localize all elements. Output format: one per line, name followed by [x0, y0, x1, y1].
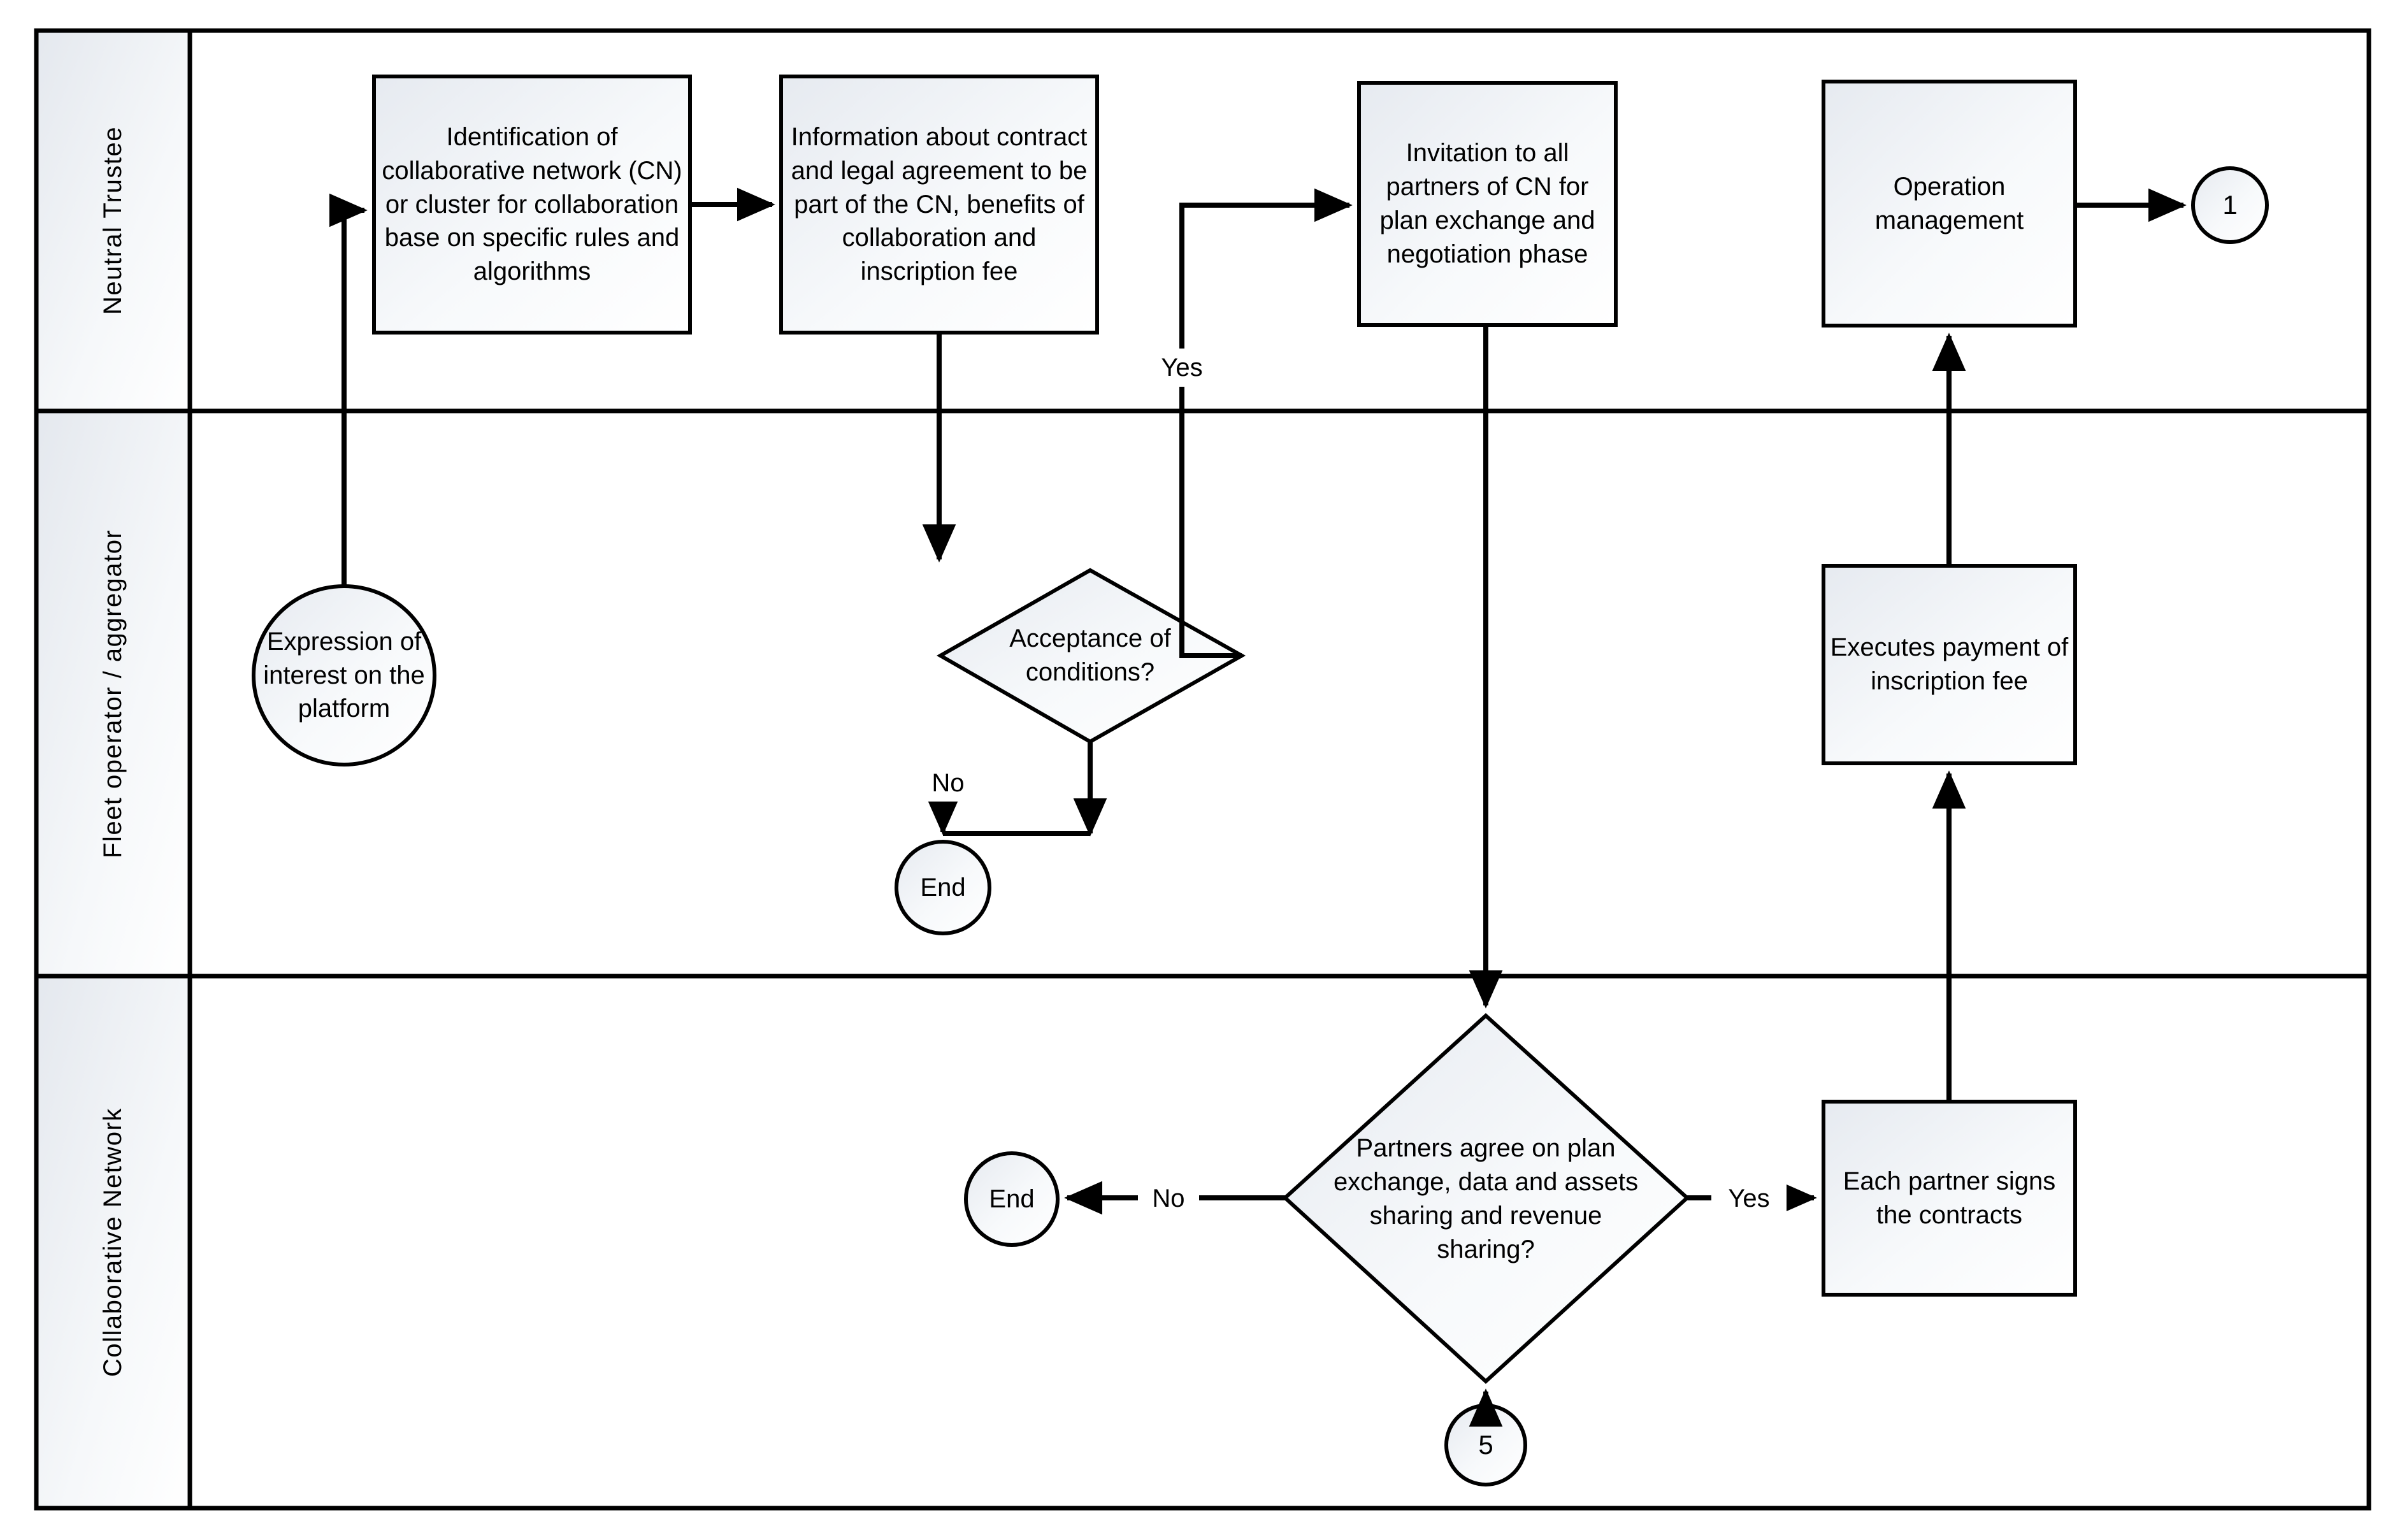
node-connector-5-shape	[1444, 1404, 1527, 1486]
edge-label-partners-no: No	[1138, 1180, 1199, 1217]
node-shapes	[252, 75, 2269, 1486]
edge-expression-to-identification	[329, 193, 368, 586]
node-invitation-shape	[1357, 81, 1618, 327]
swimlane-frame	[34, 28, 2371, 1511]
edge-label-partners-yes: Yes	[1711, 1180, 1787, 1217]
node-operation-management-shape	[1822, 80, 2077, 327]
node-executes-payment-shape	[1822, 564, 2077, 765]
node-end-partners-shape	[964, 1151, 1060, 1247]
edge-acceptance-yes-to-invitation	[1179, 188, 1353, 658]
edges	[329, 187, 2187, 1427]
node-expression-of-interest-shape	[252, 584, 436, 766]
node-connector-1-shape	[2191, 166, 2269, 244]
node-information-shape	[779, 75, 1099, 335]
node-end-acceptance-shape	[895, 840, 991, 935]
edge-label-acceptance-no: No	[917, 765, 979, 802]
node-partners-agree-shape	[1282, 1012, 1690, 1385]
edge-label-acceptance-yes: Yes	[1144, 349, 1219, 387]
node-identification-shape	[372, 75, 692, 335]
node-each-partner-signs-shape	[1822, 1100, 2077, 1297]
